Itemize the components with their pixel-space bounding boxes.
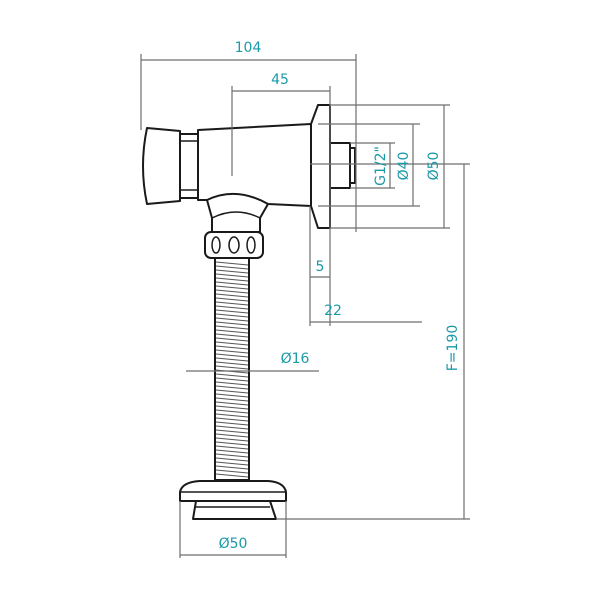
dimension-lines	[140, 54, 470, 558]
dim-flange-diameter: Ø50	[426, 152, 442, 181]
dimension-labels: 104 45 G1/2" Ø40 Ø50 5 22 Ø16 F=190 Ø50	[219, 40, 461, 552]
dim-body-to-axis: 45	[271, 72, 289, 88]
valve-body	[197, 123, 312, 207]
push-button	[142, 127, 181, 205]
dim-pipe-diameter: Ø16	[281, 351, 310, 367]
outlet-elbow	[206, 192, 269, 233]
dim-wall-offset: 22	[324, 303, 342, 319]
dim-inlet-diameter: Ø40	[396, 152, 412, 181]
dim-flush-height: F=190	[445, 325, 461, 372]
dim-thread: G1/2"	[373, 146, 389, 186]
outlet-rosette	[179, 480, 287, 502]
button-neck	[179, 133, 199, 199]
pipe-corrugation	[215, 261, 249, 478]
outlet-cone	[192, 500, 277, 520]
dim-outlet-diameter: Ø50	[219, 536, 248, 552]
dim-flange-thickness: 5	[316, 259, 325, 275]
inlet-connector	[329, 142, 351, 189]
dim-overall-length: 104	[235, 40, 262, 56]
